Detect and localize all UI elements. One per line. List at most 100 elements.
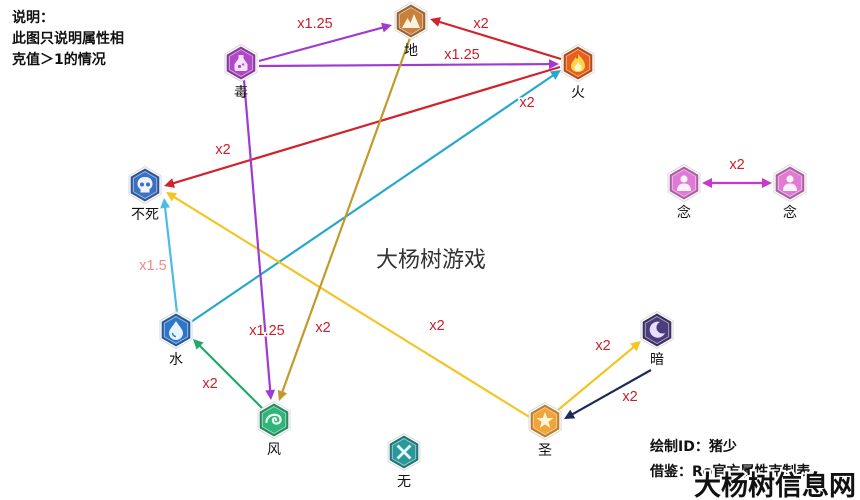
node-ghost-b: 念 [773, 163, 807, 221]
multiplier-label: x2 [429, 318, 444, 334]
multiplier-label: x2 [519, 95, 534, 111]
arrowhead [193, 339, 204, 350]
arrow-line [196, 342, 263, 409]
arrow-earth-to-wind [277, 37, 412, 401]
arrowhead [762, 178, 772, 188]
ghost-glyph [783, 183, 797, 191]
arrowhead [430, 17, 441, 27]
arrowhead [702, 178, 712, 188]
node-fire: 火 [561, 43, 595, 101]
skull-glyph [140, 182, 144, 187]
multiplier-label: x2 [215, 142, 230, 158]
node-wind: 风 [257, 400, 291, 458]
note-title: 说明： [12, 9, 54, 26]
arrow-line [190, 72, 557, 323]
note-line: 克值＞1的情况 [12, 51, 106, 68]
dark-icon [649, 321, 665, 338]
ghost-icon [677, 175, 691, 191]
earth-icon [402, 14, 420, 28]
arrow-fire-to-earth [430, 17, 562, 61]
credit-source: 借鉴：Ro官方属性克制表 [649, 463, 811, 480]
multiplier-label: x2 [595, 338, 610, 354]
node-dark: 暗 [640, 310, 674, 368]
node-ghost-a: 念 [667, 163, 701, 221]
arrow-line [280, 37, 412, 396]
watermark-text: 大杨树游戏 [376, 248, 486, 273]
multiplier-label: x1.25 [297, 16, 332, 32]
poison-glyph [237, 64, 242, 69]
earth-glyph [402, 14, 420, 28]
arrow-poison-to-fire [258, 59, 559, 70]
note-line: 此图只说明属性相 [12, 30, 124, 47]
node-earth: 地 [394, 1, 428, 59]
poison-glyph [234, 55, 248, 71]
arrow-line [258, 62, 554, 68]
arrowhead [564, 409, 576, 419]
arrow-water-to-undead [160, 198, 179, 314]
node-label: 圣 [538, 443, 552, 459]
node-label: 暗 [650, 352, 664, 368]
arrowhead [265, 389, 276, 400]
ghost-glyph [786, 175, 794, 183]
wind-glyph [265, 413, 282, 425]
node-label: 念 [677, 204, 691, 221]
arrow-water-to-fire [190, 70, 561, 323]
arrow-fire-to-undead [164, 65, 561, 188]
ghost-icon [783, 175, 797, 191]
badge-face [261, 405, 287, 435]
arrowhead [277, 389, 288, 401]
note: 说明： 此图只说明属性相 克值＞1的情况 [12, 9, 124, 68]
multiplier-label: x2 [315, 320, 330, 336]
multiplier-label: x2 [622, 389, 637, 405]
arrow-holy-to-dark [557, 341, 641, 411]
arrow-poison-to-earth [258, 22, 392, 63]
wind-icon [265, 413, 282, 425]
node-undead: 不死 [128, 165, 162, 223]
arrow-line [169, 65, 561, 186]
arrow-holy-to-undead [166, 192, 532, 419]
water-glyph [171, 332, 177, 338]
arrowhead [166, 192, 178, 202]
fire-glyph [574, 62, 582, 71]
skull-glyph [137, 177, 153, 193]
arrowhead [160, 198, 171, 209]
arrow-line [163, 203, 179, 314]
multiplier-label: x1.5 [139, 258, 166, 274]
node-neutral: 无 [387, 432, 421, 490]
multiplier-label: x2 [729, 157, 744, 173]
arrowhead [549, 59, 559, 70]
ghost-glyph [677, 183, 691, 191]
holy-icon [536, 412, 554, 428]
neutral-icon [396, 444, 412, 460]
multiplier-label: x1.25 [249, 323, 284, 339]
node-label: 不死 [131, 207, 159, 223]
neutral-glyph [396, 444, 412, 460]
arrow-line [435, 19, 562, 61]
poison-icon [234, 55, 248, 71]
arrow-line [568, 369, 652, 418]
water-icon [169, 321, 183, 340]
fire-icon [571, 54, 585, 72]
arrow-line [557, 343, 638, 411]
multiplier-label: x1.25 [444, 47, 479, 63]
arrow-ghost-to-ghost [702, 178, 772, 188]
multiplier-label: x2 [202, 376, 217, 392]
node-water: 水 [159, 310, 193, 368]
arrow-line [258, 25, 387, 63]
poison-glyph [242, 63, 245, 66]
holy-glyph [536, 412, 554, 428]
site-watermark: 大杨树信息网 [694, 470, 856, 500]
arrowhead [381, 22, 392, 33]
arrowhead [164, 178, 175, 188]
node-label: 地 [404, 43, 418, 59]
arrow-line [242, 79, 272, 395]
arrowhead [549, 70, 561, 80]
arrow-line [170, 194, 532, 419]
node-poison: 毒 [224, 43, 258, 101]
skull-icon [137, 177, 153, 193]
ghost-glyph [680, 175, 688, 183]
